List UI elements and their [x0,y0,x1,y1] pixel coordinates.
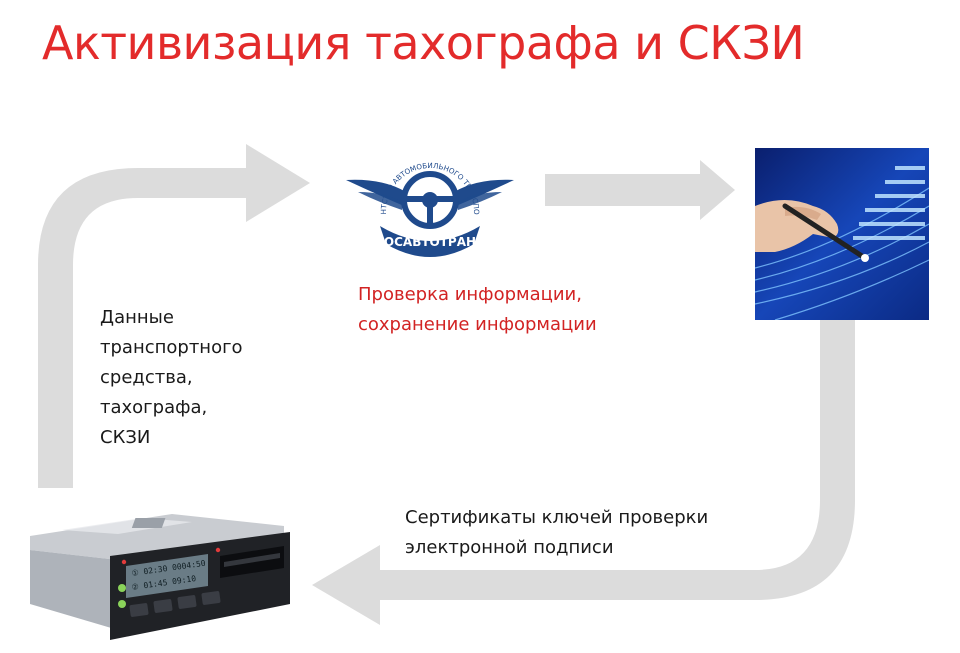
page-title: Активизация тахографа и СКЗИ [42,16,805,70]
rosavtotrans-logo: АГЕНТСТВО АВТОМОБИЛЬНОГО ТРАНСПОРТА РОСА… [342,140,514,257]
tachograph-device: ① 02:30 0004:50 ② 01:45 09:10 [30,514,290,640]
arrow-signature-to-vehicle [312,320,855,625]
verification-caption: Проверка информации, сохранение информац… [358,284,597,335]
arrow-agency-to-signature [545,160,735,220]
certificates-caption: Сертификаты ключей проверки электронной … [405,507,709,558]
vehicle-data-caption: Данные транспортного средства, тахографа… [100,307,243,448]
electronic-signature-image [755,148,929,320]
arrow-vehicle-to-agency [38,144,310,488]
logo-banner-text: РОСАВТОТРАНС [375,235,485,249]
